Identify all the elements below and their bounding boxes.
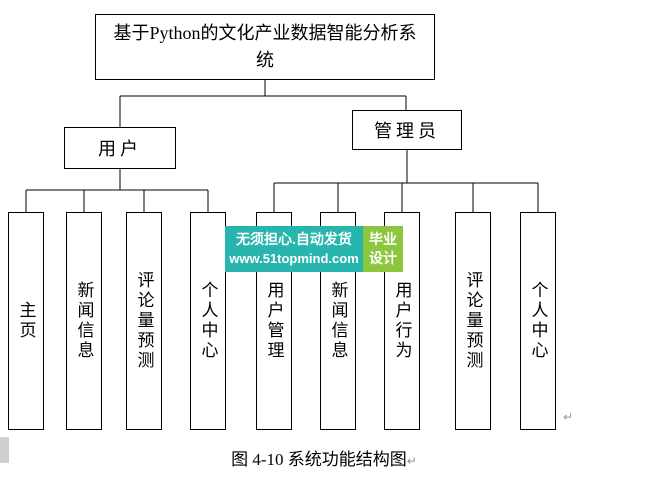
page-margin-marker bbox=[0, 437, 9, 463]
leaf-node-news-info-user: 新闻信息 bbox=[66, 212, 102, 430]
leaf-node-personal-center-admin: 个人中心 bbox=[520, 212, 556, 430]
watermark-slogan: 无须担心.自动发货 bbox=[236, 231, 352, 248]
caption-return-mark: ↵ bbox=[406, 454, 417, 468]
leaf-node-news-info-user-label: 新闻信息 bbox=[74, 281, 94, 361]
watermark-overlay: 无须担心.自动发货 www.51topmind.com 毕业设计 bbox=[225, 226, 403, 272]
paragraph-return-mark: ↵ bbox=[563, 410, 574, 424]
branch-node-admin: 管理员 bbox=[352, 110, 462, 150]
branch-node-user: 用户 bbox=[64, 127, 176, 169]
watermark-url: www.51topmind.com bbox=[229, 250, 359, 266]
leaf-node-comment-prediction-user-label: 评论量预测 bbox=[134, 271, 154, 371]
root-node-label: 基于Python的文化产业数据智能分析系统 bbox=[113, 23, 417, 70]
leaf-node-comment-prediction-admin-label: 评论量预测 bbox=[463, 271, 483, 371]
leaf-node-user-management-label: 用户管理 bbox=[264, 281, 284, 361]
leaf-node-news-info-admin-label: 新闻信息 bbox=[328, 281, 348, 361]
watermark-badge: 毕业设计 bbox=[363, 226, 403, 272]
watermark-text-block: 无须担心.自动发货 www.51topmind.com bbox=[225, 226, 363, 272]
figure-caption-text: 图 4-10 系统功能结构图 bbox=[231, 450, 407, 469]
figure-caption: 图 4-10 系统功能结构图↵ bbox=[0, 445, 648, 470]
leaf-node-comment-prediction-admin: 评论量预测 bbox=[455, 212, 491, 430]
watermark-badge-label: 毕业设计 bbox=[369, 231, 397, 266]
branch-node-user-label: 用户 bbox=[98, 139, 142, 159]
leaf-node-home: 主页 bbox=[8, 212, 44, 430]
branch-node-admin-label: 管理员 bbox=[374, 121, 440, 141]
leaf-node-home-label: 主页 bbox=[16, 301, 36, 341]
leaf-node-personal-center-user-label: 个人中心 bbox=[198, 281, 218, 361]
root-node: 基于Python的文化产业数据智能分析系统 bbox=[95, 14, 435, 80]
leaf-node-personal-center-admin-label: 个人中心 bbox=[528, 281, 548, 361]
leaf-node-comment-prediction-user: 评论量预测 bbox=[126, 212, 162, 430]
leaf-node-user-behavior-label: 用户行为 bbox=[392, 281, 412, 361]
leaf-node-personal-center-user: 个人中心 bbox=[190, 212, 226, 430]
